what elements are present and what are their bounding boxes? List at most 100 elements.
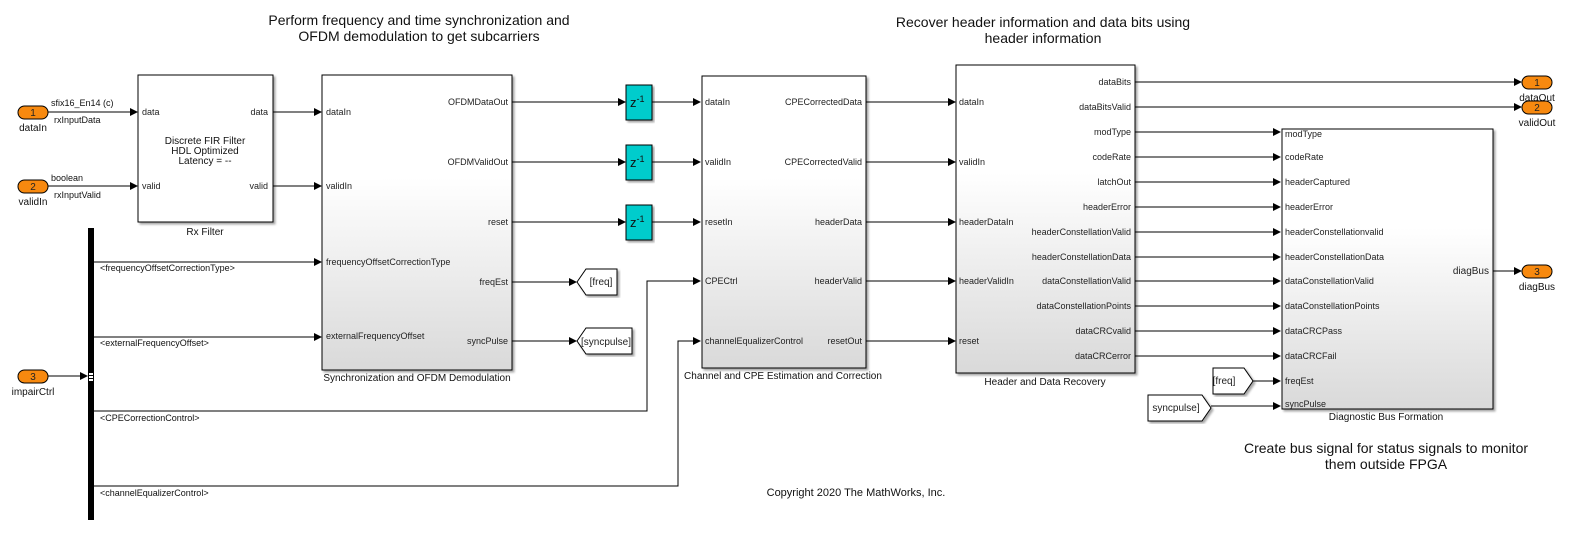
delay-valid-label: z-1	[630, 154, 645, 170]
channel-cpe-block[interactable]: dataIn validIn resetIn CPECtrl channelEq…	[701, 75, 867, 369]
sync-output-ofdm-data-out: OFDMDataOut	[448, 97, 509, 107]
signal-name-rxinputdata: rxInputData	[54, 115, 101, 125]
header-input-header-validin: headerValidIn	[959, 276, 1014, 286]
outport-validout[interactable]: 2 validOut	[1519, 100, 1556, 129]
annotation-diag-line1: Create bus signal for status signals to …	[1244, 440, 1528, 456]
inport-datain-number: 1	[30, 108, 36, 119]
channel-output-header-valid: headerValid	[815, 276, 862, 286]
diag-input-coderate: codeRate	[1285, 152, 1324, 162]
copyright-text: Copyright 2020 The MathWorks, Inc.	[767, 487, 946, 499]
inport-datain[interactable]: 1 dataIn	[17, 105, 49, 134]
header-output-databits: dataBits	[1098, 77, 1131, 87]
diag-input-sync-pulse: syncPulse	[1285, 399, 1326, 409]
header-output-header-constellation-valid: headerConstellationValid	[1032, 227, 1131, 237]
diag-input-header-captured: headerCaptured	[1285, 177, 1350, 187]
outport-dataout-number: 1	[1534, 78, 1540, 89]
outport-validout-label: validOut	[1519, 118, 1556, 129]
diag-input-header-constellation-valid: headerConstellationvalid	[1285, 227, 1384, 237]
goto-freq-tag: [freq]	[590, 277, 613, 288]
delay-reset-label: z-1	[630, 214, 645, 230]
sync-block-caption: Synchronization and OFDM Demodulation	[323, 373, 510, 384]
diag-input-header-error: headerError	[1285, 202, 1333, 212]
inport-validin-number: 2	[30, 182, 36, 193]
signal-type-validin: boolean	[51, 173, 83, 183]
header-output-coderate: codeRate	[1092, 152, 1131, 162]
annotation-sync-line1: Perform frequency and time synchronizati…	[268, 12, 569, 28]
diag-input-data-crc-pass: dataCRCPass	[1285, 326, 1343, 336]
channel-input-validin: validIn	[705, 157, 731, 167]
sync-input-datain: dataIn	[326, 107, 351, 117]
bus-signal-external-frequency-offset: <externalFrequencyOffset>	[100, 338, 209, 348]
goto-freq[interactable]: [freq]	[576, 268, 618, 296]
bus-signal-frequency-offset-correction-type: <frequencyOffsetCorrectionType>	[100, 263, 235, 273]
header-output-modtype: modType	[1094, 127, 1131, 137]
header-input-datain: dataIn	[959, 97, 984, 107]
delay-block-valid[interactable]: z-1	[625, 144, 653, 181]
diag-input-modtype: modType	[1285, 129, 1322, 139]
outport-diagbus-number: 3	[1534, 267, 1540, 278]
annotation-recover-line1: Recover header information and data bits…	[896, 14, 1190, 30]
channel-output-cpe-corrected-valid: CPECorrectedValid	[785, 157, 862, 167]
goto-syncpulse-tag: [syncpulse]	[581, 337, 631, 348]
header-block-caption: Header and Data Recovery	[984, 377, 1105, 388]
rx-filter-body-line3: Latency = --	[178, 156, 231, 167]
outport-validout-number: 2	[1534, 103, 1540, 114]
wire-channel-equalizer-control[interactable]	[94, 337, 701, 487]
header-output-header-error: headerError	[1083, 202, 1131, 212]
delay-block-data[interactable]: z-1	[625, 84, 653, 121]
annotation-diag-line2: them outside FPGA	[1325, 456, 1448, 472]
rx-filter-input-valid: valid	[142, 181, 161, 191]
sync-output-reset: reset	[488, 217, 509, 227]
header-input-validin: validIn	[959, 157, 985, 167]
outport-diagbus[interactable]: 3 diagBus	[1519, 264, 1555, 293]
rx-filter-caption: Rx Filter	[186, 227, 224, 238]
sync-ofdm-demod-block[interactable]: dataIn validIn frequencyOffsetCorrection…	[321, 74, 513, 371]
rx-filter-body-line2: HDL Optimized	[171, 146, 238, 157]
goto-syncpulse[interactable]: [syncpulse]	[576, 327, 633, 355]
inport-impairctrl[interactable]: 3 impairCtrl	[12, 369, 55, 398]
signal-name-rxinputvalid: rxInputValid	[54, 190, 101, 200]
diag-output-diagbus: diagBus	[1453, 266, 1489, 277]
diagnostic-bus-formation-block[interactable]: modType codeRate headerCaptured headerEr…	[1281, 128, 1494, 410]
inport-validin-label: validIn	[19, 197, 48, 208]
channel-input-cpectrl: CPECtrl	[705, 276, 738, 286]
annotation-recover-line2: header information	[985, 30, 1102, 46]
inport-impairctrl-number: 3	[30, 372, 36, 383]
bus-selector[interactable]	[88, 228, 94, 520]
header-output-data-crc-error: dataCRCerror	[1075, 351, 1131, 361]
bus-signal-cpe-correction-control: <CPECorrectionControl>	[100, 413, 200, 423]
diag-input-data-crc-fail: dataCRCFail	[1285, 351, 1337, 361]
header-output-latchout: latchOut	[1097, 177, 1131, 187]
channel-input-channel-equalizer-control: channelEqualizerControl	[705, 336, 803, 346]
inport-validin[interactable]: 2 validIn	[17, 179, 49, 208]
header-output-data-crc-valid: dataCRCvalid	[1075, 326, 1131, 336]
outport-dataout[interactable]: 1 dataOut	[1519, 75, 1555, 104]
header-data-recovery-block[interactable]: dataIn validIn headerDataIn headerValidI…	[955, 64, 1136, 374]
diag-input-data-constellation-valid: dataConstellationValid	[1285, 276, 1374, 286]
header-output-data-constellation-points: dataConstellationPoints	[1036, 301, 1131, 311]
rx-filter-output-valid: valid	[249, 181, 268, 191]
channel-output-reset-out: resetOut	[827, 336, 862, 346]
outport-diagbus-label: diagBus	[1519, 282, 1555, 293]
header-input-reset: reset	[959, 336, 980, 346]
sync-input-validin: validIn	[326, 181, 352, 191]
from-freq[interactable]: [freq]	[1212, 367, 1254, 395]
rx-filter-body-line1: Discrete FIR Filter	[165, 136, 246, 147]
delay-data-label: z-1	[630, 94, 645, 110]
bus-signal-channel-equalizer-control: <channelEqualizerControl>	[100, 488, 209, 498]
sync-input-frequency-offset-correction-type: frequencyOffsetCorrectionType	[326, 257, 450, 267]
header-input-header-datain: headerDataIn	[959, 217, 1014, 227]
inport-datain-label: dataIn	[19, 123, 47, 134]
wire-cpe-correction-control[interactable]	[94, 277, 701, 412]
rx-filter-block[interactable]: data valid data valid Discrete FIR Filte…	[137, 74, 274, 223]
inport-impairctrl-label: impairCtrl	[12, 387, 55, 398]
header-output-header-constellation-data: headerConstellationData	[1032, 252, 1131, 262]
sync-output-sync-pulse: syncPulse	[467, 336, 508, 346]
from-syncpulse[interactable]: syncpulse]	[1147, 394, 1212, 422]
diag-input-header-constellation-data: headerConstellationData	[1285, 252, 1384, 262]
diag-input-freq-est: freqEst	[1285, 376, 1314, 386]
sync-output-ofdm-valid-out: OFDMValidOut	[448, 157, 509, 167]
sync-input-external-frequency-offset: externalFrequencyOffset	[326, 331, 425, 341]
delay-block-reset[interactable]: z-1	[625, 204, 653, 241]
